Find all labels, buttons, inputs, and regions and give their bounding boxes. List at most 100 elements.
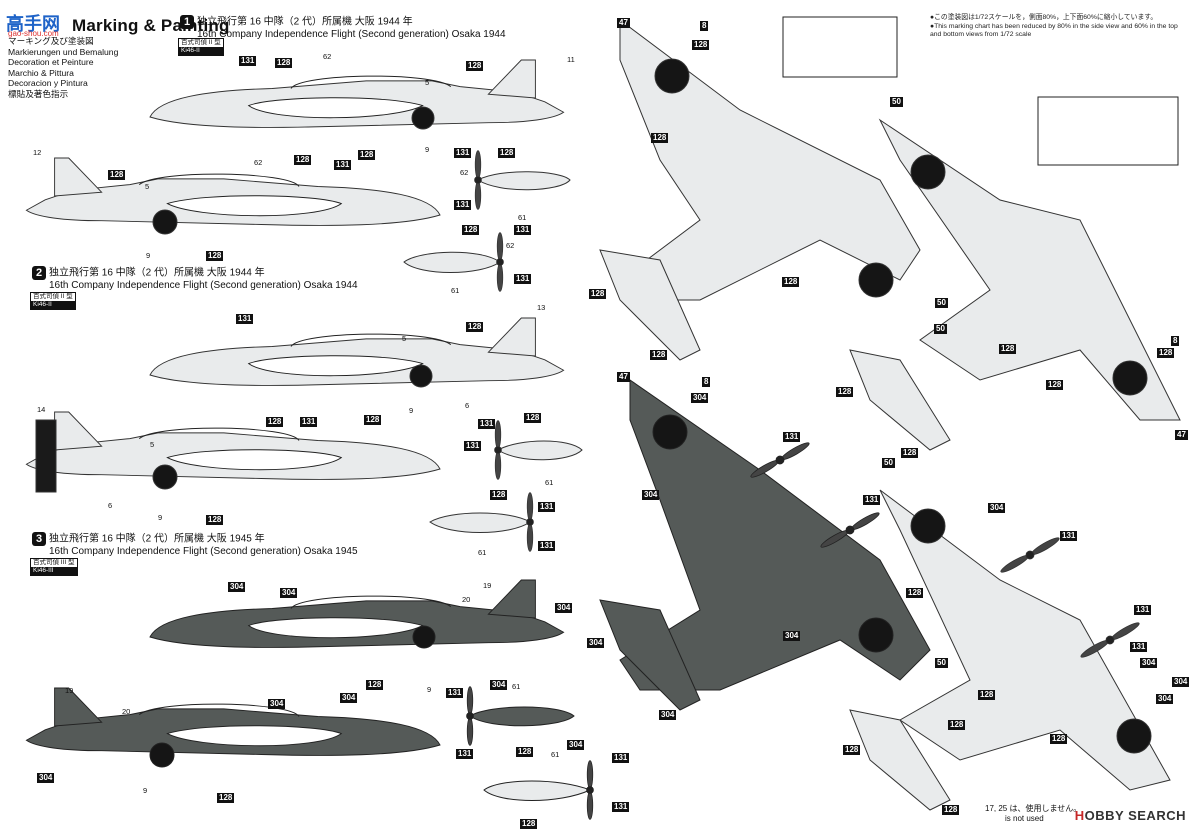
decal-callout: 128	[692, 40, 710, 50]
scheme-en: 16th Company Independence Flight (Second…	[49, 280, 358, 291]
decal-callout: 304	[1172, 677, 1190, 687]
decal-callout: 304	[268, 699, 286, 709]
scheme-2-side-view-left	[25, 411, 441, 493]
decal-callout: 131	[538, 502, 556, 512]
decal-callout: 8	[1171, 336, 1180, 346]
decal-callout: 131	[612, 802, 630, 812]
decal-callout: 47	[617, 372, 630, 382]
unused-decal-en: is not used	[1005, 814, 1044, 823]
scheme-2-side-view-right	[149, 317, 565, 388]
scheme-number: 2	[32, 266, 46, 280]
decal-callout: 131	[514, 225, 532, 235]
decal-callout: 304	[567, 740, 585, 750]
decal-callout: 131	[300, 417, 318, 427]
decal-ref: 6	[465, 401, 470, 410]
decal-ref: 11	[567, 55, 575, 64]
decal-callout: 131	[446, 688, 464, 698]
nacelle-details-dark	[466, 686, 594, 820]
decal-ref: 62	[323, 52, 332, 61]
decal-callout: 128	[466, 322, 484, 332]
scheme-2-type-tag: 百式司偵 II 型 Ki46-II	[30, 292, 76, 310]
decal-callout: 128	[217, 793, 235, 803]
decal-callout: 47	[617, 18, 630, 28]
decal-callout: 304	[340, 693, 358, 703]
logo-text: 高手网	[6, 14, 60, 35]
decal-callout: 304	[1140, 658, 1158, 668]
decal-callout: 128	[1157, 348, 1175, 358]
decal-callout: 128	[906, 588, 924, 598]
scheme-3-side-view-left	[25, 687, 441, 768]
decal-ref: 9	[146, 251, 151, 260]
decal-ref: 6	[108, 501, 113, 510]
decal-callout: 131	[236, 314, 254, 324]
decal-ref: 5	[145, 182, 150, 191]
decal-callout: 128	[206, 251, 224, 261]
scale-note-en: ●This marking chart has been reduced by …	[930, 22, 1178, 39]
decal-ref: 61	[551, 750, 560, 759]
decal-callout: 131	[1060, 531, 1078, 541]
decal-callout: 131	[334, 160, 352, 170]
decal-callout: 128	[490, 490, 508, 500]
translation-es: Decoracion y Pintura	[8, 78, 88, 89]
type-code: Ki46-III	[31, 567, 77, 575]
decal-callout: 304	[988, 503, 1006, 513]
translation-de: Markierungen und Bemalung	[8, 46, 119, 57]
decal-callout: 128	[782, 277, 800, 287]
decal-callout: 128	[843, 745, 861, 755]
decal-callout: 8	[702, 377, 711, 387]
site-logo: 高手网	[6, 10, 86, 44]
decal-ref: 5	[402, 334, 407, 343]
plan-view-scheme2-top	[849, 118, 1181, 451]
scheme-jp: 独立飛行第 16 中隊（2 代）所属機 大阪 1944 年	[197, 16, 413, 28]
scheme-en: 16th Company Independence Flight (Second…	[197, 29, 506, 40]
decal-callout: 304	[280, 588, 298, 598]
type-jp: 百式司偵 III 型	[33, 559, 75, 566]
decal-ref: 62	[506, 241, 515, 250]
decal-callout: 128	[942, 805, 960, 815]
decal-ref: 19	[65, 686, 74, 695]
decal-callout: 50	[935, 658, 948, 668]
decal-ref: 20	[122, 707, 131, 716]
decal-callout: 128	[520, 819, 538, 829]
type-jp: 百式司偵 II 型	[181, 39, 221, 46]
decal-ref: 9	[425, 145, 430, 154]
plan-view-scheme3-top	[599, 379, 931, 711]
decal-callout: 47	[1175, 430, 1188, 440]
decal-callout: 304	[555, 603, 573, 613]
decal-callout: 304	[1156, 694, 1174, 704]
plan-view-scheme3-bottom	[849, 489, 1171, 811]
decal-ref: 61	[518, 213, 527, 222]
decal-callout: 128	[498, 148, 516, 158]
decal-callout: 50	[882, 458, 895, 468]
scheme-1-side-view-left	[25, 157, 441, 235]
decal-ref: 61	[478, 548, 487, 557]
translation-fr: Decoration et Peinture	[8, 57, 94, 68]
scheme-1-side-view-right	[149, 59, 565, 130]
decal-callout: 128	[364, 415, 382, 425]
decal-ref: 14	[37, 405, 46, 414]
decal-callout: 128	[589, 289, 607, 299]
watermark-text: OBBY SEARCH	[1084, 808, 1186, 823]
decal-callout: 131	[538, 541, 556, 551]
decal-callout: 50	[935, 298, 948, 308]
hobby-search-watermark: HOBBY SEARCH	[1075, 808, 1186, 823]
decal-ref: 61	[545, 478, 554, 487]
decal-callout: 128	[999, 344, 1017, 354]
decal-callout: 304	[659, 710, 677, 720]
decal-ref: 19	[483, 581, 492, 590]
translation-it: Marchio & Pittura	[8, 67, 74, 78]
decal-callout: 128	[294, 155, 312, 165]
decal-callout: 131	[454, 200, 472, 210]
decal-callout: 304	[37, 773, 55, 783]
decal-callout: 128	[901, 448, 919, 458]
decal-ref: 61	[451, 286, 460, 295]
decal-callout: 304	[783, 631, 801, 641]
decal-callout: 131	[478, 419, 496, 429]
decal-callout: 304	[691, 393, 709, 403]
decal-callout: 131	[1130, 642, 1148, 652]
logo-subtext: gao-shou.com	[8, 29, 59, 38]
scheme-jp: 独立飛行第 16 中隊（2 代）所属機 大阪 1945 年	[49, 533, 265, 545]
decal-callout: 128	[1050, 734, 1068, 744]
